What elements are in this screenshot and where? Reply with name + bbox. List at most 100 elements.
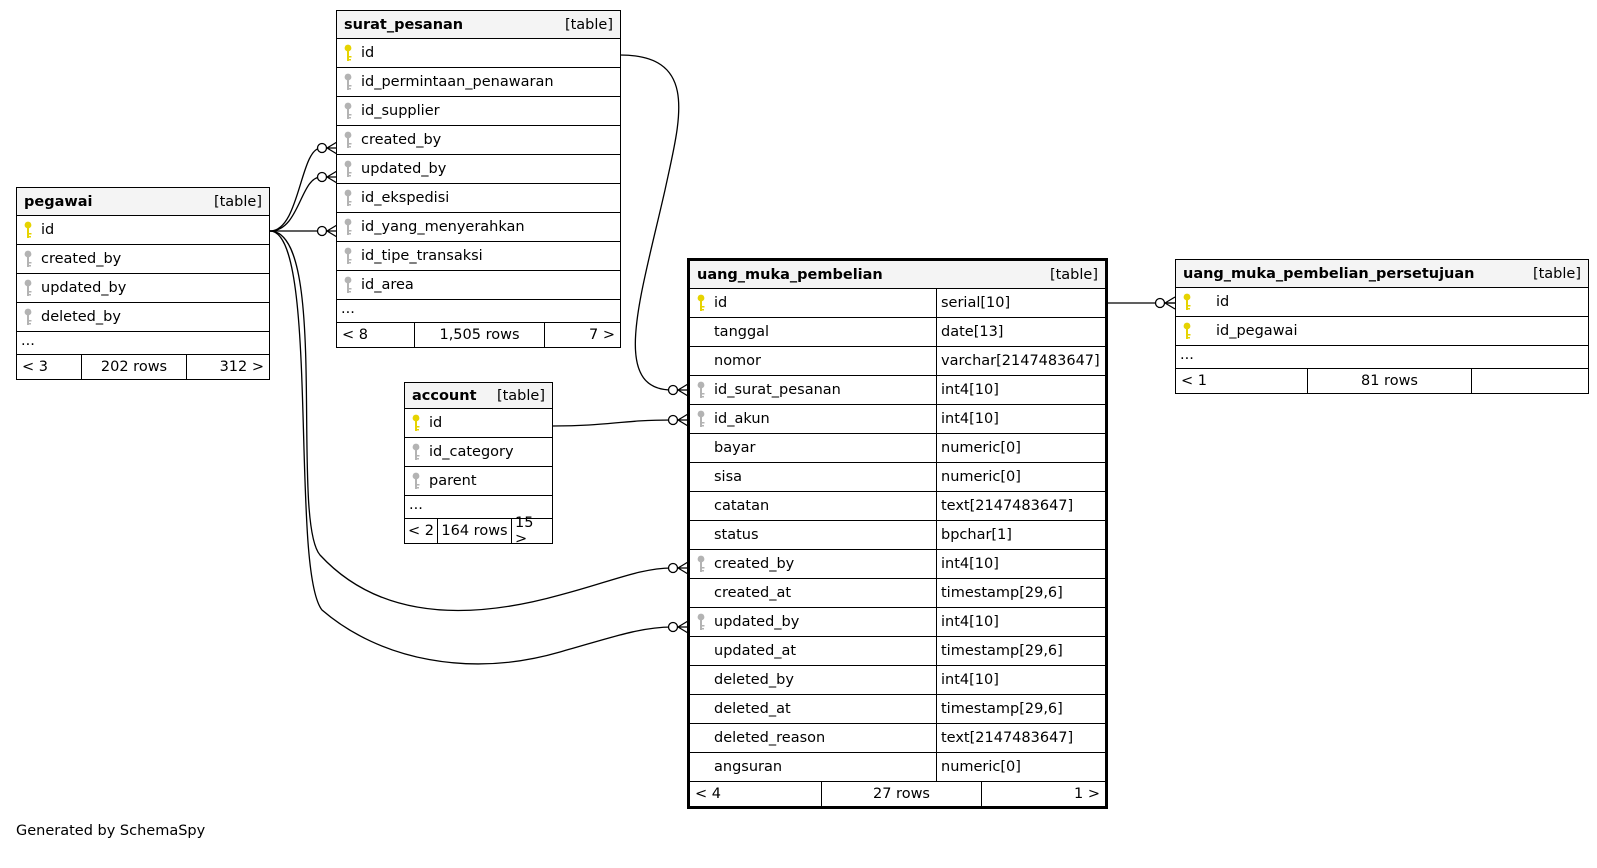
foreign-key-icon — [337, 218, 359, 236]
column-type: int4[10] — [941, 382, 999, 398]
column-name: id_surat_pesanan — [712, 376, 937, 404]
parents-count[interactable]: < 4 — [690, 782, 822, 806]
column-row[interactable]: id_area — [337, 271, 620, 300]
children-count[interactable] — [1472, 369, 1588, 393]
column-row[interactable]: id_tipe_transaksi — [337, 242, 620, 271]
column-row[interactable]: id_category — [405, 438, 552, 467]
column-row[interactable]: updated_by — [337, 155, 620, 184]
children-count[interactable]: 15 > — [515, 515, 534, 547]
column-name: nomor — [712, 347, 937, 375]
table-surat-pesanan[interactable]: surat_pesanan [table] id id_permintaan_p… — [336, 10, 621, 348]
table-name: pegawai — [24, 193, 93, 210]
column-type: int4[10] — [941, 411, 999, 427]
edge-pegawai-ump-created-by — [269, 230, 673, 612]
table-header: uang_muka_pembelian_persetujuan [table] — [1176, 260, 1588, 288]
table-name: uang_muka_pembelian — [697, 266, 883, 283]
table-uang-muka-pembelian-persetujuan[interactable]: uang_muka_pembelian_persetujuan [table] … — [1175, 259, 1589, 394]
column-name: id — [712, 289, 937, 317]
column-row[interactable]: id — [405, 409, 552, 438]
row-count: 81 rows — [1308, 369, 1472, 393]
foreign-key-icon — [405, 443, 427, 461]
edge-account-ump-akun — [552, 419, 673, 427]
column-name: id_yang_menyerahkan — [361, 219, 525, 235]
edge-sp-ump-surat-pesanan — [619, 54, 680, 391]
column-row[interactable]: id_permintaan_penawaran — [337, 68, 620, 97]
more-columns: ... — [1176, 346, 1588, 369]
parents-count[interactable]: < 3 — [17, 355, 82, 379]
table-pegawai[interactable]: pegawai [table] id created_by updated_by… — [16, 187, 270, 380]
parents-count[interactable]: < 8 — [337, 323, 415, 347]
children-count[interactable]: 1 > — [1074, 786, 1100, 802]
column-row[interactable]: id — [1176, 288, 1588, 317]
primary-key-icon — [690, 294, 712, 312]
column-name: deleted_at — [712, 695, 937, 723]
foreign-key-icon — [17, 250, 39, 268]
primary-key-icon — [1176, 322, 1198, 340]
column-row[interactable]: deleted_by — [17, 303, 269, 332]
column-name: created_at — [712, 579, 937, 607]
column-name: id — [429, 415, 443, 431]
edge-pegawai-ump-updated-by — [269, 230, 673, 665]
foreign-key-icon — [337, 73, 359, 91]
column-row[interactable]: id — [337, 39, 620, 68]
column-row[interactable]: created_by — [17, 245, 269, 274]
column-row[interactable]: id_pegawai — [1176, 317, 1588, 346]
column-row[interactable]: parent — [405, 467, 552, 496]
table-tag: [table] — [1532, 265, 1581, 282]
column-type: serial[10] — [941, 295, 1011, 311]
column-name: created_by — [361, 132, 442, 148]
column-name: updated_at — [712, 637, 937, 665]
table-name: surat_pesanan — [344, 16, 464, 33]
parents-count[interactable]: < 2 — [405, 519, 438, 543]
foreign-key-icon — [337, 276, 359, 294]
parents-count[interactable]: < 1 — [1176, 369, 1308, 393]
primary-key-icon — [405, 414, 427, 432]
column-type: timestamp[29,6] — [941, 701, 1063, 717]
table-header: account [table] — [405, 383, 552, 409]
column-row[interactable]: created_by — [337, 126, 620, 155]
table-footer: < 8 1,505 rows 7 > — [337, 323, 620, 347]
table-tag: [table] — [564, 16, 613, 33]
children-count[interactable]: 7 > — [589, 327, 615, 343]
table-account[interactable]: account [table] id id_category parent ..… — [404, 382, 553, 547]
children-count[interactable]: 312 > — [219, 359, 264, 375]
column-row[interactable]: id_ekspedisi — [337, 184, 620, 213]
column-name: deleted_by — [41, 309, 121, 325]
column-row[interactable]: id_supplier — [337, 97, 620, 126]
foreign-key-icon — [337, 247, 359, 265]
column-type: int4[10] — [941, 614, 999, 630]
primary-key-icon — [17, 221, 39, 239]
column-name: created_by — [41, 251, 122, 267]
column-type: text[2147483647] — [941, 730, 1074, 746]
column-row[interactable]: id_yang_menyerahkan — [337, 213, 620, 242]
foreign-key-icon — [337, 189, 359, 207]
table-footer: < 4 27 rows 1 > — [690, 782, 1105, 806]
row-count: 202 rows — [82, 355, 187, 379]
column-name: id — [1216, 294, 1230, 310]
table-tag: [table] — [1049, 266, 1098, 283]
column-name: id_tipe_transaksi — [361, 248, 483, 264]
column-name: id_area — [361, 277, 414, 293]
column-row[interactable]: updated_by — [17, 274, 269, 303]
column-type: numeric[0] — [941, 469, 1021, 485]
column-row[interactable]: id — [17, 216, 269, 245]
